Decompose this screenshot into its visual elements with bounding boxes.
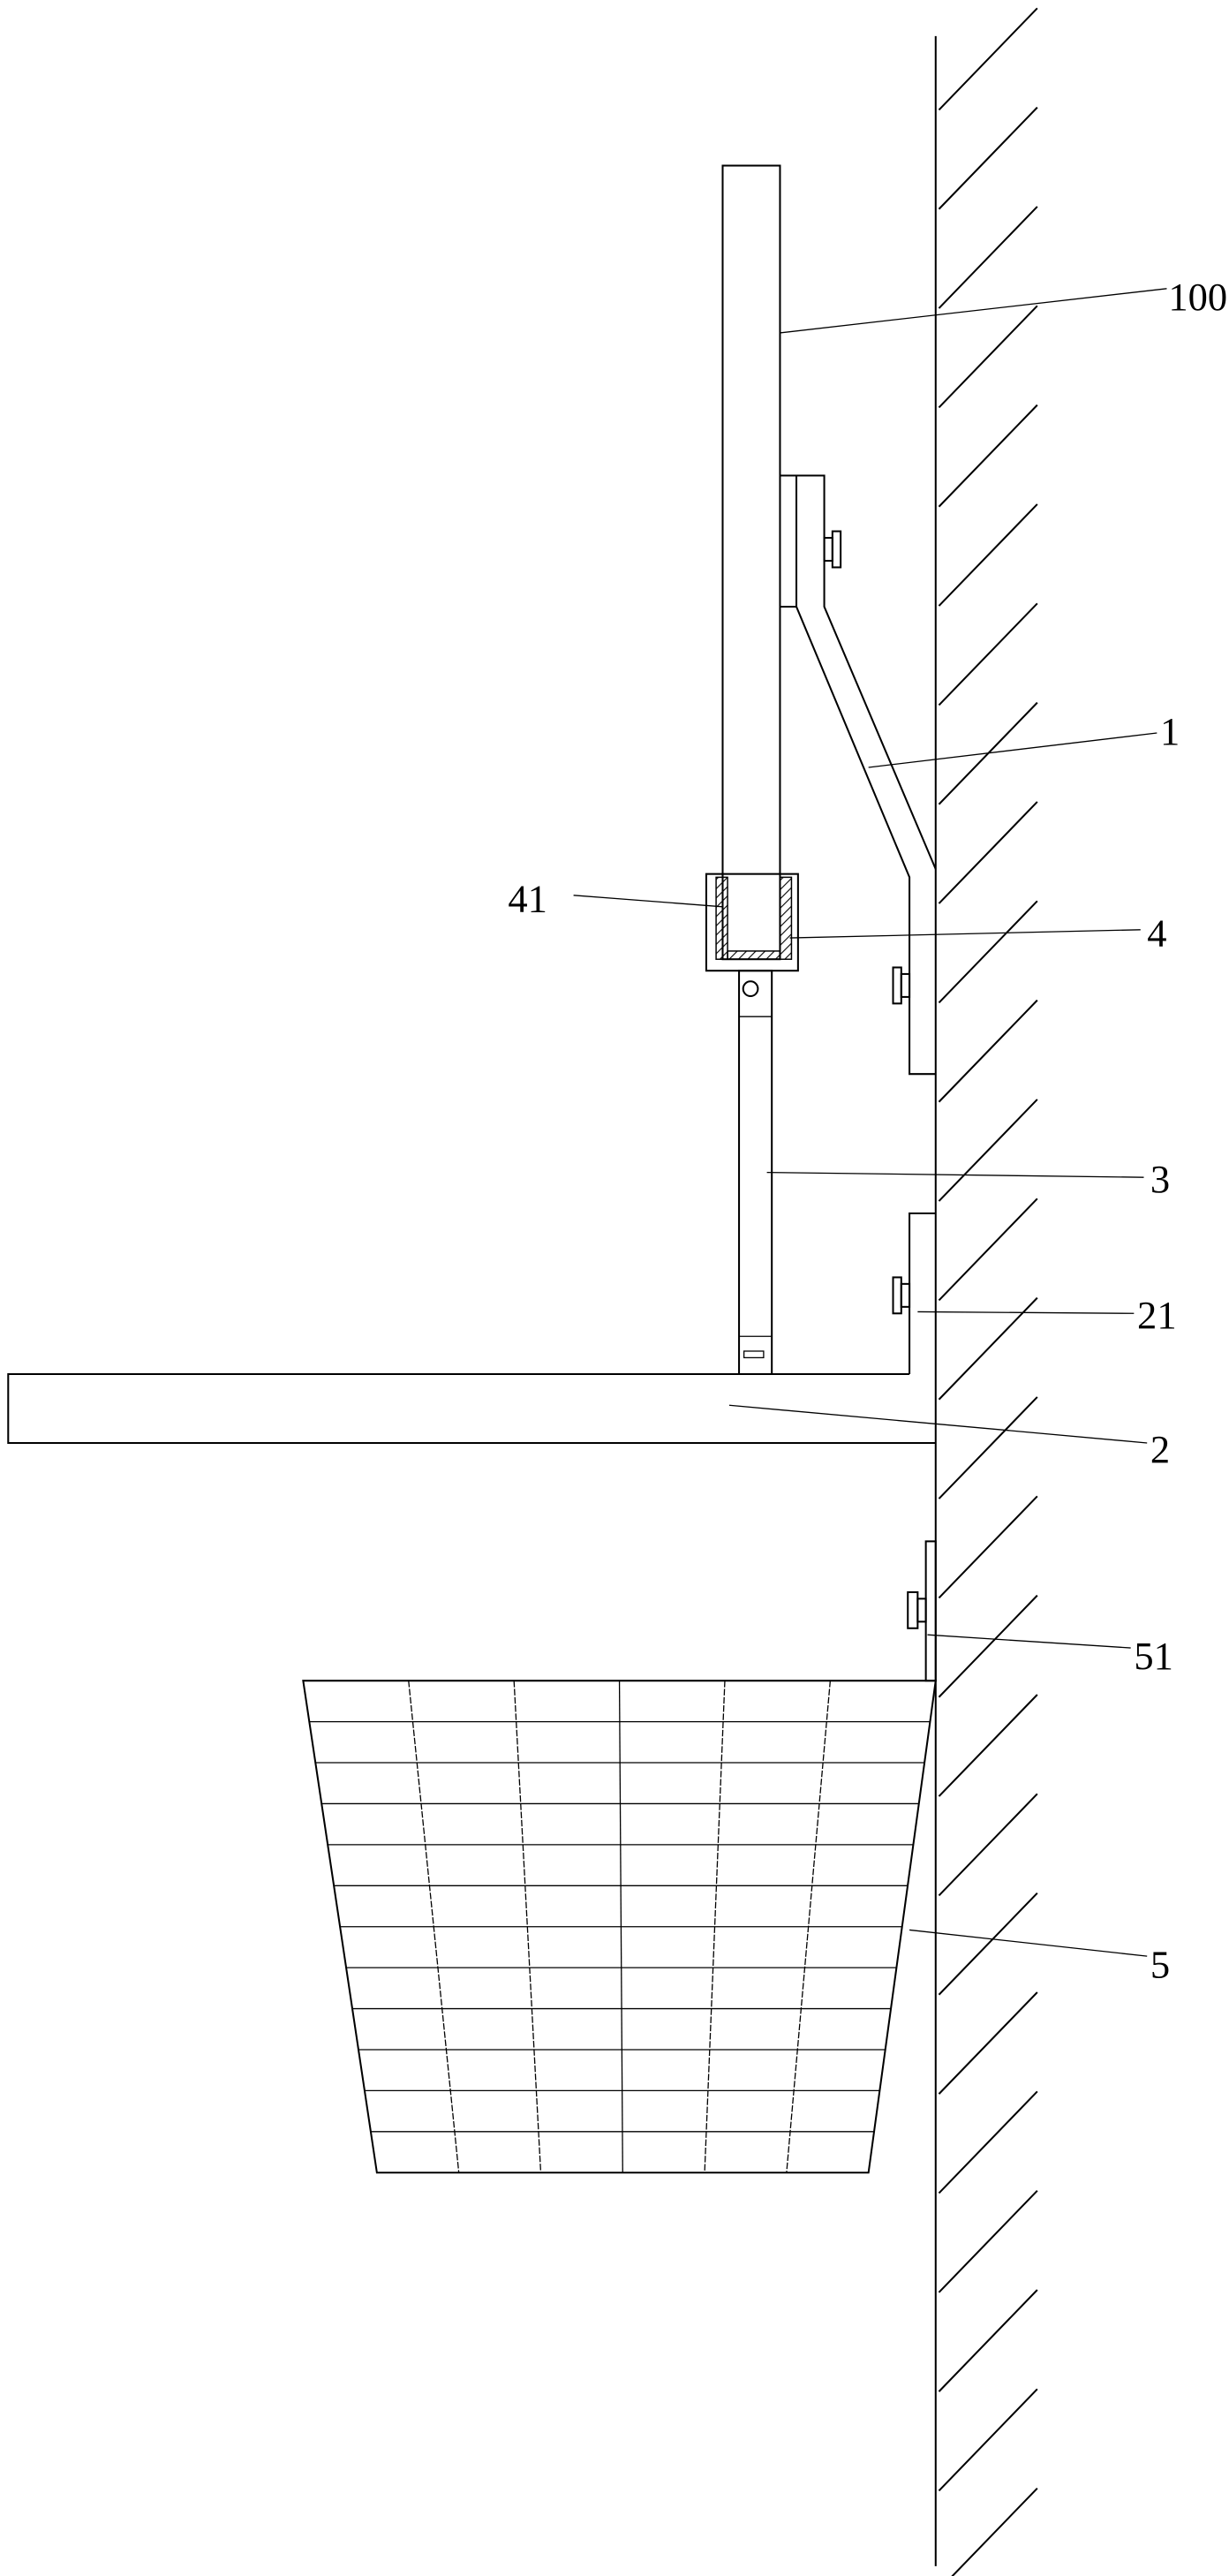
basket-bracket-51 <box>907 1540 937 1682</box>
label-3: 3 <box>1150 1157 1170 1201</box>
basket-column-line <box>704 1681 726 2173</box>
hatch-line <box>938 1495 1038 1599</box>
hatch-line <box>938 503 1038 607</box>
label-51: 51 <box>1134 1634 1173 1678</box>
knob <box>831 530 842 569</box>
hatch-line <box>938 206 1038 309</box>
hatch-line <box>938 404 1038 508</box>
label-41: 41 <box>508 876 547 920</box>
basket-column-line <box>786 1681 832 2173</box>
hatch-line <box>938 1594 1038 1698</box>
label-4: 4 <box>1147 910 1166 955</box>
knob <box>892 966 902 1005</box>
hatch-line <box>938 7 1038 111</box>
basket-column-line <box>513 1681 542 2173</box>
platform-2 <box>7 1372 936 1444</box>
hatch-line <box>951 2487 1038 2576</box>
hatch-line <box>938 900 1038 1004</box>
basket-5 <box>302 1680 937 2174</box>
knob <box>900 1282 911 1308</box>
hatch-line <box>938 2189 1038 2293</box>
hatch-line <box>938 1296 1038 1401</box>
leader-lines <box>573 288 1167 1957</box>
hatch-line <box>938 1396 1038 1500</box>
label-100: 100 <box>1168 275 1227 319</box>
knob <box>916 1598 927 1623</box>
label-21: 21 <box>1137 1293 1177 1337</box>
hatch-line <box>938 2090 1038 2195</box>
knob <box>892 1276 902 1315</box>
hatch-line <box>938 1892 1038 1996</box>
hatch-line <box>938 999 1038 1103</box>
label-2: 2 <box>1150 1427 1170 1471</box>
reference-labels: 100 1 41 4 3 21 2 51 5 <box>508 275 1227 1986</box>
knob <box>907 1590 919 1629</box>
basket-column-line <box>618 1681 623 2173</box>
sleeve-4 <box>705 873 799 972</box>
hatch-line <box>938 1197 1038 1302</box>
hatch-line <box>938 305 1038 409</box>
knob <box>823 537 833 563</box>
hatch-line <box>938 1099 1038 1202</box>
hatch-line <box>938 2289 1038 2392</box>
hatch-line <box>938 602 1038 706</box>
basket-column-line <box>408 1681 460 2173</box>
pole-100 <box>721 164 781 961</box>
wall <box>934 7 1038 2576</box>
label-1: 1 <box>1160 709 1180 753</box>
hatch-line <box>938 1793 1038 1897</box>
platform-bracket-21 <box>892 1212 936 1374</box>
hatch-line <box>938 801 1038 904</box>
hatch-line <box>938 1694 1038 1797</box>
wall-hatching <box>938 7 1038 2576</box>
upper-bracket-1 <box>780 474 937 1076</box>
knob <box>900 972 911 998</box>
hatch-line <box>938 106 1038 210</box>
hatch-line <box>938 1991 1038 2095</box>
label-5: 5 <box>1150 1942 1170 1986</box>
hatch-line <box>938 2388 1038 2492</box>
